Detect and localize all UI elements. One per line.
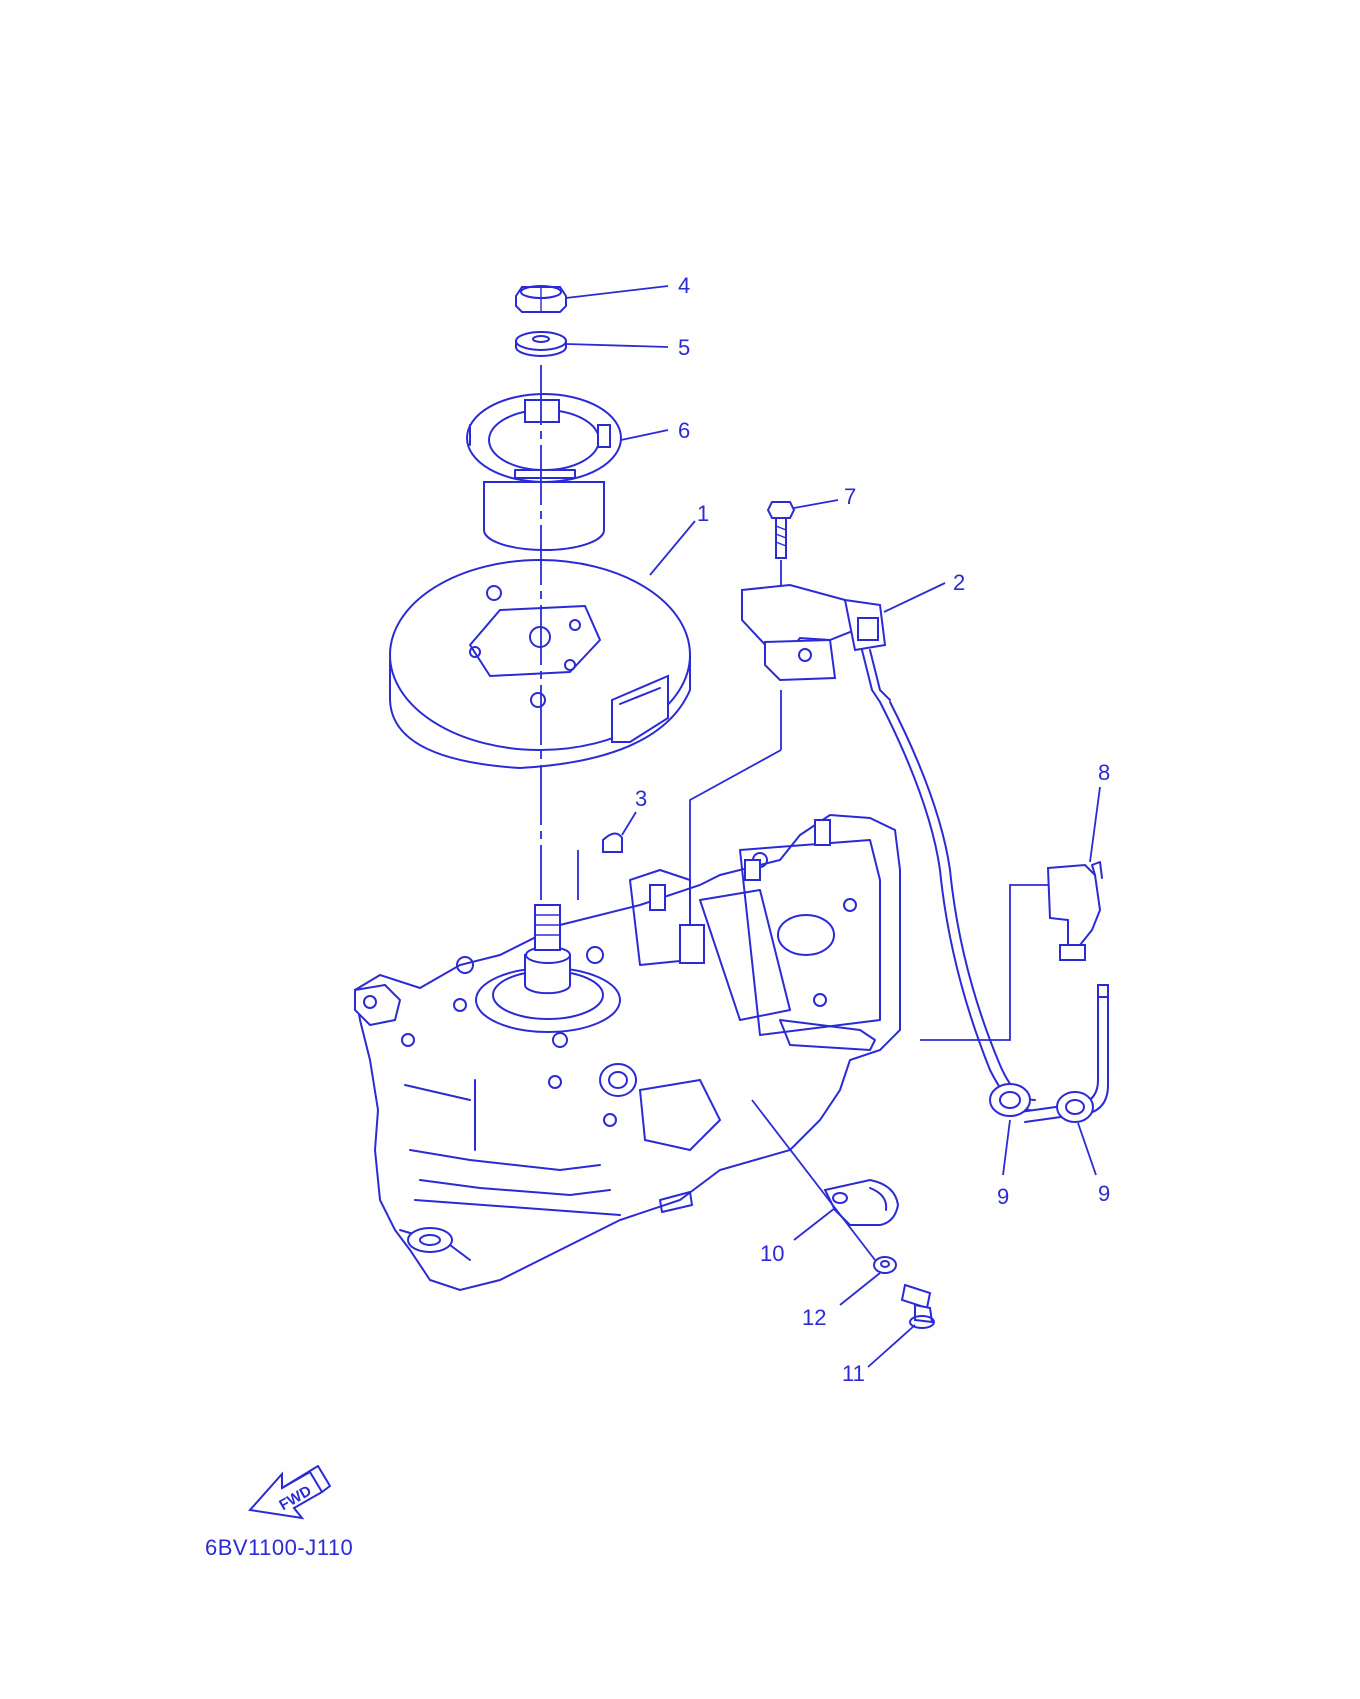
part-6-starter-pulley[interactable]	[466, 393, 622, 551]
leader-8	[1089, 786, 1101, 863]
part-2-ignition-coil[interactable]	[741, 583, 891, 703]
part-10-clamp[interactable]	[823, 1178, 900, 1226]
part-9-grommet-left[interactable]	[989, 1083, 1031, 1117]
leader-11	[867, 1324, 916, 1368]
callout-3: 3	[635, 786, 647, 811]
callout-11: 11	[842, 1361, 865, 1386]
clamp-axis	[751, 1099, 876, 1261]
part-4-nut[interactable]	[515, 285, 567, 313]
leader-5	[565, 343, 669, 348]
callout-2: 2	[953, 570, 965, 595]
part-11-bolt[interactable]	[900, 1283, 935, 1329]
leader-10	[793, 1207, 836, 1241]
leader-9a	[1002, 1119, 1011, 1176]
part-5-washer[interactable]	[515, 331, 567, 357]
part-9-grommet-right[interactable]	[1056, 1091, 1094, 1123]
callout-8: 8	[1098, 760, 1110, 785]
part-3-woodruff-key[interactable]	[602, 832, 623, 853]
leader-12	[839, 1272, 881, 1306]
fwd-arrow-icon: FWD	[248, 1465, 331, 1520]
ht-lead-inner	[889, 701, 1036, 1101]
callout-1: 1	[697, 501, 709, 526]
leader-3	[621, 811, 637, 836]
callout-9b: 9	[1098, 1181, 1110, 1206]
callout-6: 6	[678, 418, 690, 443]
callout-4: 4	[678, 273, 690, 298]
leader-4	[565, 285, 669, 299]
part-8-plug-cap[interactable]	[1046, 861, 1103, 961]
part-12-washer[interactable]	[873, 1256, 897, 1274]
engine-power-head	[353, 813, 901, 1292]
leader-9b	[1077, 1122, 1097, 1176]
part-1-flywheel[interactable]	[389, 559, 691, 770]
callout-10: 10	[760, 1241, 784, 1266]
leader-7	[793, 499, 839, 509]
diagram-code: 6BV1100-J110	[205, 1535, 354, 1560]
plug-cap-leader	[920, 884, 1048, 1041]
leader-2	[883, 582, 946, 613]
leader-1	[649, 520, 696, 576]
callout-12: 12	[802, 1305, 826, 1330]
callout-9a: 9	[997, 1184, 1009, 1209]
part-7-bolt[interactable]	[766, 501, 796, 559]
callout-5: 5	[678, 335, 690, 360]
callout-7: 7	[844, 484, 856, 509]
leader-6	[620, 429, 669, 441]
